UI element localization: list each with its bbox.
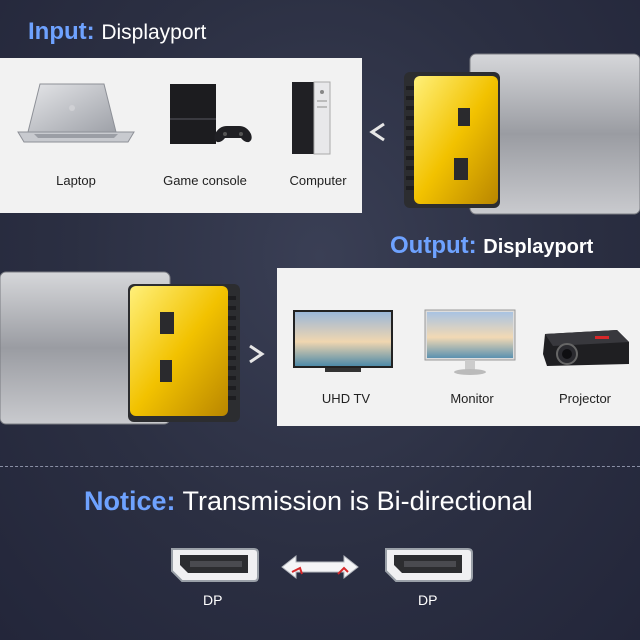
output-title: Output: Displayport (390, 232, 593, 260)
uhd-tv-label: UHD TV (321, 391, 371, 406)
monitor-icon (424, 309, 516, 375)
laptop-icon (17, 83, 135, 143)
monitor-label: Monitor (450, 391, 494, 406)
computer-label: Computer (289, 173, 347, 188)
dp-right-label: DP (418, 592, 438, 608)
input-title-key: Input: (28, 18, 95, 45)
dp-port-left-icon (171, 548, 259, 582)
game-console-icon (170, 84, 252, 144)
dp-left-label: DP (203, 592, 223, 608)
input-title-value: Displayport (101, 21, 207, 44)
output-title-value: Displayport (483, 236, 594, 258)
right-arrow-icon (249, 344, 265, 364)
notice-key: Notice: (84, 486, 176, 516)
computer-device: Computer (270, 78, 366, 188)
game-console-device: Game console (155, 78, 255, 188)
dp-port-right-icon (385, 548, 473, 582)
input-title: Input: Displayport (28, 18, 206, 46)
laptop-device: Laptop (12, 78, 140, 188)
input-devices-panel: Laptop Game console Computer (0, 58, 362, 213)
uhd-tv-device: UHD TV (291, 308, 401, 406)
displayport-connector-output (0, 271, 240, 425)
projector-device: Projector (533, 308, 637, 406)
bidirectional-arrow-icon (281, 554, 359, 580)
output-devices-panel: UHD TV Monitor Projector (277, 268, 640, 426)
computer-tower-icon (292, 81, 331, 155)
notice-line: Notice: Transmission is Bi-directional (84, 486, 533, 517)
laptop-label: Laptop (56, 173, 96, 188)
projector-label: Projector (558, 391, 612, 406)
projector-icon (543, 330, 629, 366)
game-console-label: Game console (163, 173, 247, 188)
monitor-device: Monitor (417, 308, 527, 406)
output-title-key: Output: (390, 232, 477, 259)
left-arrow-icon (369, 122, 385, 142)
displayport-connector-input (404, 53, 640, 215)
section-divider (0, 466, 640, 467)
tv-icon (293, 310, 393, 372)
notice-text: Transmission is Bi-directional (182, 486, 533, 516)
